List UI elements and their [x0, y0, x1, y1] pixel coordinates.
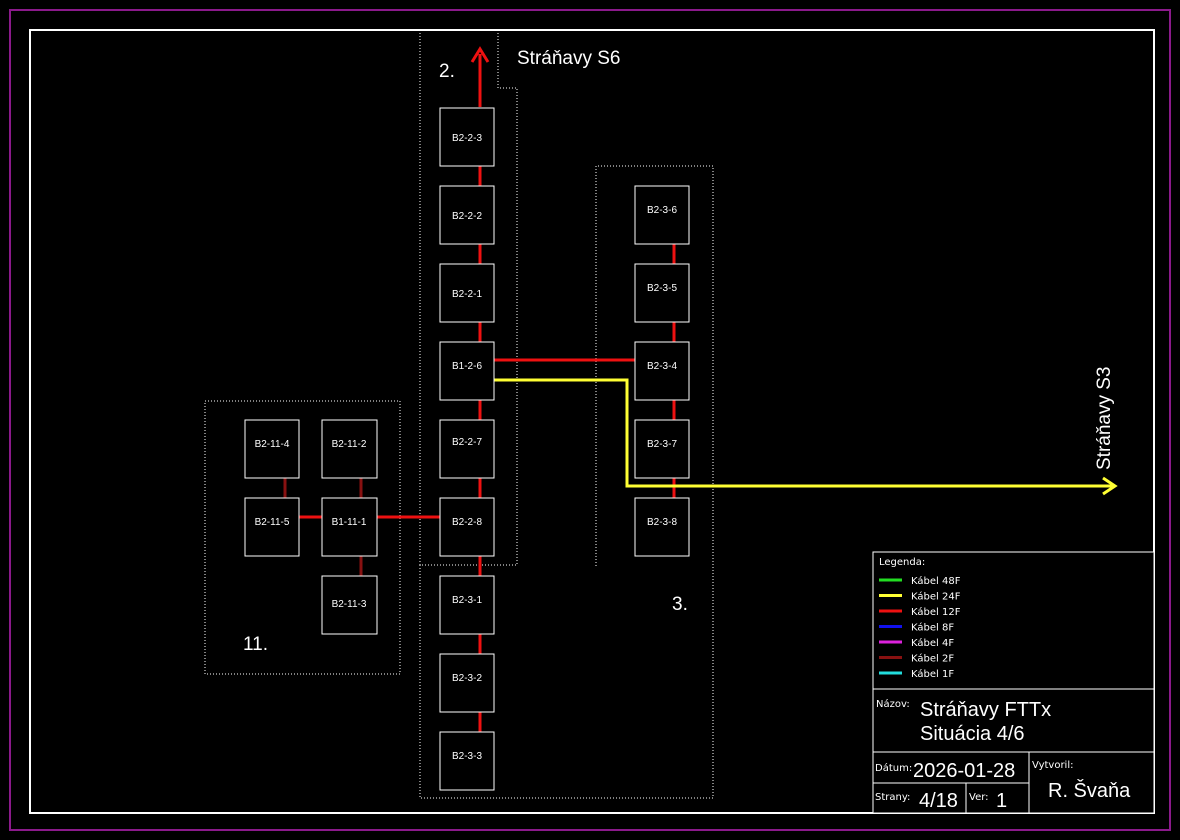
node-b238[interactable]: B2-3-8: [634, 497, 690, 557]
area-label-3: 3.: [672, 594, 688, 615]
nazov-label: Názov:: [876, 698, 910, 710]
legend-item-label: Kábel 8F: [911, 622, 954, 634]
legend-item-label: Kábel 24F: [911, 591, 961, 603]
node-label: B1-2-6: [452, 361, 482, 372]
legend-title: Legenda:: [879, 557, 925, 568]
area-label-11: 11.: [243, 634, 268, 655]
node-b1111[interactable]: B1-11-1: [321, 497, 378, 557]
node-b233[interactable]: B2-3-3: [439, 731, 495, 791]
node-label: B2-11-3: [332, 599, 367, 610]
legend-item-label: Kábel 1F: [911, 668, 954, 680]
strany-label: Strany:: [875, 792, 910, 803]
datum-label: Dátum:: [875, 762, 912, 774]
legend-item-label: Kábel 48F: [911, 575, 961, 587]
cable-12f-group: [299, 54, 676, 732]
node-label: B2-11-2: [332, 439, 367, 450]
legend-item-label: Kábel 12F: [911, 606, 961, 618]
node-b228[interactable]: B2-2-8: [439, 497, 495, 557]
node-label: B2-3-4: [647, 361, 677, 372]
inner-frame: [29, 29, 1155, 814]
vytvoril-value: R. Švaňa: [1048, 779, 1131, 802]
area-2-boundary: [419, 30, 518, 566]
node-label: B2-2-1: [452, 289, 482, 300]
area-label-s3: Stráňavy S3: [1094, 367, 1115, 471]
node-b227[interactable]: B2-2-7: [439, 419, 495, 479]
node-label: B2-2-3: [452, 133, 482, 144]
title-line-1: Stráňavy FTTx: [920, 699, 1051, 721]
legend-item-label: Kábel 2F: [911, 653, 954, 665]
node-label: B2-11-4: [255, 439, 290, 450]
area-3-boundary: [419, 165, 714, 799]
arrow-to-s3-icon: [1102, 476, 1118, 496]
datum-value: 2026-01-28: [913, 760, 1015, 782]
node-label: B2-2-8: [452, 517, 482, 528]
node-label: B2-3-6: [647, 205, 677, 216]
node-label: B2-3-3: [452, 751, 482, 762]
ver-label: Ver:: [969, 792, 989, 803]
node-label: B2-11-5: [255, 517, 290, 528]
node-label: B2-3-1: [452, 595, 482, 606]
area-label-s6: Stráňavy S6: [517, 48, 621, 69]
vytvoril-label: Vytvoril:: [1032, 760, 1073, 771]
node-b222[interactable]: B2-2-2: [439, 185, 495, 245]
title-block: [872, 551, 1155, 814]
node-label: B2-3-8: [647, 517, 677, 528]
node-b232[interactable]: B2-3-2: [439, 653, 495, 713]
node-b235[interactable]: B2-3-5: [634, 263, 690, 323]
node-b231[interactable]: B2-3-1: [439, 575, 495, 635]
node-label: B2-3-5: [647, 283, 677, 294]
node-b223[interactable]: B2-2-3: [439, 107, 495, 167]
node-b234[interactable]: B2-3-4: [634, 341, 690, 401]
legend-item-label: Kábel 4F: [911, 637, 954, 649]
node-label: B2-3-2: [452, 673, 482, 684]
node-label: B1-11-1: [332, 517, 367, 528]
legend: Kábel 48F Kábel 24F Kábel 12F Kábel 8F Kábel…: [879, 575, 961, 680]
node-label: B2-2-2: [452, 211, 482, 222]
node-b236[interactable]: B2-3-6: [634, 185, 690, 245]
node-b126[interactable]: B1-2-6: [439, 341, 495, 401]
node-b2112[interactable]: B2-11-2: [321, 419, 378, 479]
node-label: B2-3-7: [647, 439, 677, 450]
ver-value: 1: [996, 790, 1007, 812]
arrow-to-s6-icon: [470, 46, 490, 63]
title-line-2: Situácia 4/6: [920, 723, 1025, 745]
node-b2115[interactable]: B2-11-5: [244, 497, 300, 557]
cable-24f-to-s3: [494, 378, 1113, 488]
node-b221[interactable]: B2-2-1: [439, 263, 495, 323]
node-b237[interactable]: B2-3-7: [634, 419, 690, 479]
node-b2113[interactable]: B2-11-3: [321, 575, 378, 635]
cable-2f-group: [283, 478, 363, 576]
node-label: B2-2-7: [452, 437, 482, 448]
area-label-2: 2.: [439, 61, 455, 82]
node-b2114[interactable]: B2-11-4: [244, 419, 300, 479]
strany-value: 4/18: [919, 790, 958, 812]
outer-frame: [9, 9, 1171, 831]
